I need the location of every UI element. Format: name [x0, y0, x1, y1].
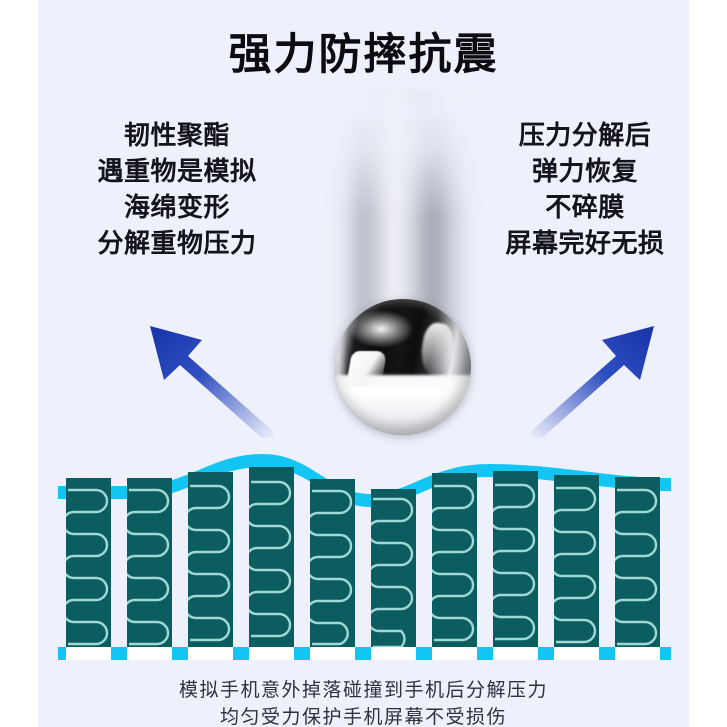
- spring-column: [188, 472, 233, 653]
- falling-steel-ball-icon: [335, 299, 471, 435]
- column-foot: [371, 647, 416, 660]
- bottom-caption: 模拟手机意外掉落碰撞到手机后分解压力 均匀受力保护手机屏幕不受损伤: [38, 678, 689, 727]
- column-foot: [554, 647, 599, 660]
- force-arrow-right-icon: [530, 318, 660, 438]
- column-foot: [432, 647, 477, 660]
- page-title: 强力防摔抗震: [228, 31, 499, 79]
- motion-blur-fade: [330, 96, 478, 216]
- column-foot: [615, 647, 660, 660]
- ball-edge-light: [335, 307, 348, 419]
- spring-column: [554, 475, 599, 653]
- right-feature-line-1: 压力分解后: [518, 120, 652, 150]
- caption-line-2: 均匀受力保护手机屏幕不受损伤: [219, 706, 507, 727]
- spring-column: [127, 478, 172, 653]
- spring-column: [249, 467, 294, 653]
- spring-column: [66, 478, 111, 653]
- left-feature-line-2: 遇重物是模拟: [97, 155, 257, 186]
- ball-rim-shading: [335, 299, 471, 435]
- left-feature-line-4: 分解重物压力: [97, 227, 257, 258]
- left-feature-text: 韧性聚酯 遇重物是模拟 海绵变形 分解重物压力: [58, 118, 296, 262]
- left-feature-line-1: 韧性聚酯: [123, 120, 230, 150]
- column-foot: [188, 647, 233, 660]
- left-feature-line-3: 海绵变形: [123, 191, 230, 222]
- column-foot: [310, 647, 355, 660]
- cushion-structure: [38, 440, 689, 670]
- right-feature-text: 压力分解后 弹力恢复 不碎膜 屏幕完好无损: [461, 118, 689, 262]
- right-feature-line-4: 屏幕完好无损: [505, 227, 665, 258]
- spring-column: [310, 479, 355, 653]
- poster-panel: 强力防摔抗震 韧性聚酯 遇重物是模拟 海绵变形 分解重物压力 压力分解后 弹力恢…: [38, 0, 689, 727]
- right-feature-line-3: 不碎膜: [545, 191, 625, 222]
- column-foot: [66, 647, 111, 660]
- column-foot: [127, 647, 172, 660]
- caption-line-1: 模拟手机意外掉落碰撞到手机后分解压力: [178, 680, 548, 701]
- right-feature-line-2: 弹力恢复: [531, 155, 638, 186]
- spring-column: [615, 477, 660, 653]
- spring-column: [371, 489, 416, 653]
- spring-column: [493, 471, 538, 653]
- column-foot: [249, 647, 294, 660]
- spring-column: [432, 473, 477, 653]
- force-arrow-left-icon: [144, 318, 274, 438]
- column-foot: [493, 647, 538, 660]
- spring-columns: [38, 467, 689, 658]
- flexible-cushion-membrane-icon: [38, 440, 689, 515]
